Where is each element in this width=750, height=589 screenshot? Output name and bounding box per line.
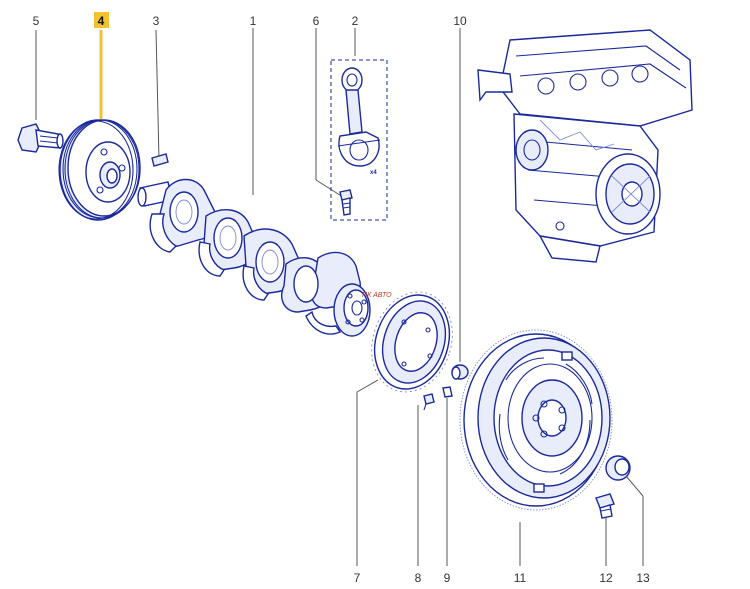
callout-5[interactable]: 5 — [33, 14, 40, 28]
pulley-bolt-part-5[interactable] — [17, 123, 64, 153]
callout-12[interactable]: 12 — [599, 571, 613, 585]
callout-11[interactable]: 11 — [514, 571, 527, 585]
key-part-3[interactable] — [151, 153, 169, 167]
target-ring-part-7[interactable] — [359, 281, 465, 402]
crankshaft-pulley-part-4[interactable] — [58, 119, 141, 221]
crankshaft-part-1[interactable] — [137, 178, 371, 337]
callout-4[interactable]: 4 — [98, 14, 105, 28]
callout-1[interactable]: 1 — [250, 14, 257, 28]
rod-quantity-label: x4 — [370, 170, 377, 176]
callout-4-highlight — [94, 12, 109, 28]
callout-3[interactable]: 3 — [153, 14, 160, 28]
connecting-rod-part-2[interactable]: x4 — [330, 59, 388, 221]
callout-numbers: 5 4 3 1 6 2 10 7 8 9 11 12 13 — [33, 12, 650, 585]
rod-bolt-part-6[interactable] — [339, 189, 353, 216]
pilot-bearing-part-10[interactable] — [451, 364, 469, 380]
callout-9[interactable]: 9 — [444, 571, 451, 585]
callout-7[interactable]: 7 — [354, 571, 361, 585]
callout-2[interactable]: 2 — [352, 14, 359, 28]
flywheel-part-11[interactable] — [459, 329, 613, 511]
engine-overview-illustration — [477, 29, 693, 263]
callout-10[interactable]: 10 — [453, 14, 467, 28]
watermark: ПК АВТО — [362, 292, 392, 299]
flywheel-bolt-part-12[interactable] — [595, 493, 615, 519]
small-bolt-part-8[interactable] — [423, 393, 435, 411]
seal-part-13[interactable] — [605, 455, 631, 481]
leader-lines — [35, 28, 644, 566]
callout-13[interactable]: 13 — [636, 571, 650, 585]
callout-6[interactable]: 6 — [313, 14, 320, 28]
callout-8[interactable]: 8 — [415, 571, 422, 585]
dowel-pin-part-9[interactable] — [442, 386, 453, 398]
